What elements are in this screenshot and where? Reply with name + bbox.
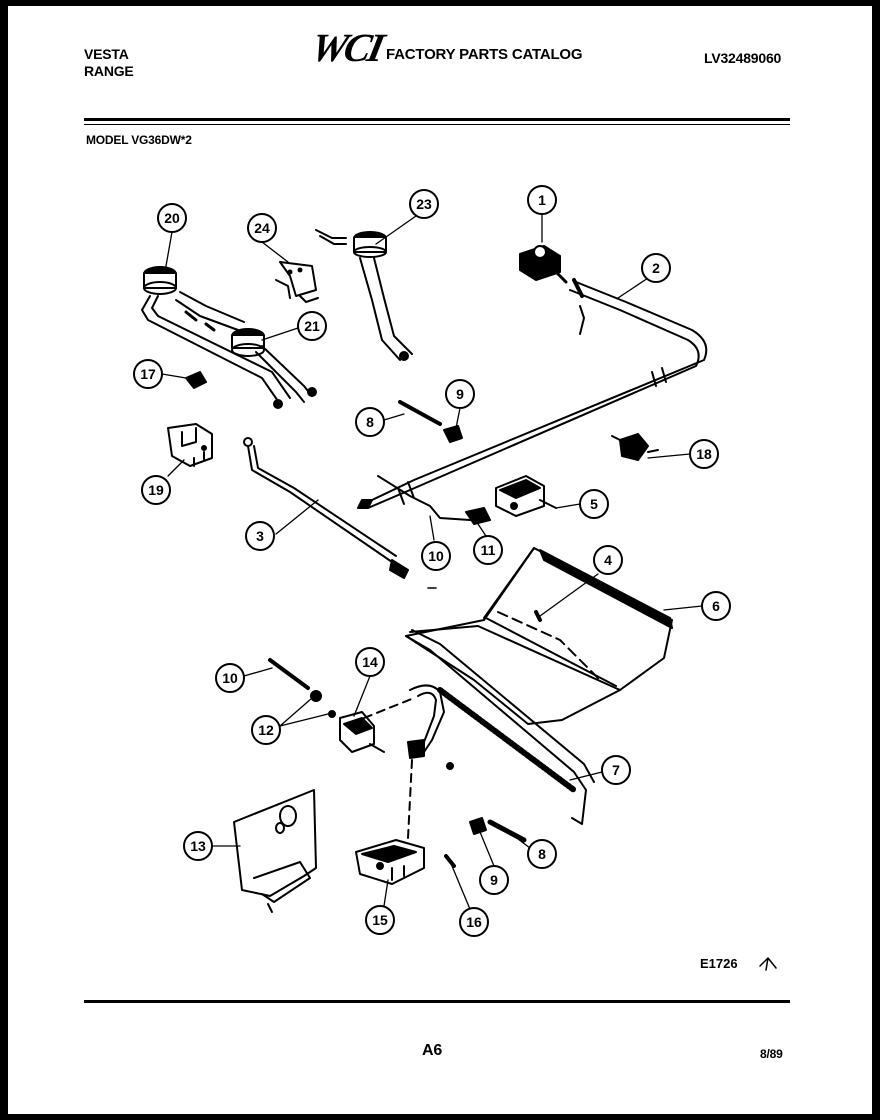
washer-large — [310, 690, 322, 702]
mounting-rail — [405, 629, 595, 825]
footer-rule — [84, 1000, 790, 1003]
flex-tube — [243, 437, 409, 579]
callout-label: 24 — [254, 220, 270, 236]
callout-15 — [365, 905, 395, 935]
model-label: MODEL VG36DW*2 — [86, 133, 192, 147]
callout-label: 21 — [304, 318, 320, 334]
callout-6 — [701, 591, 731, 621]
figure-arrow-icon — [759, 957, 777, 971]
callout-17 — [133, 359, 163, 389]
orifice-holder — [167, 423, 213, 467]
callout-label: 12 — [258, 722, 274, 738]
screw-lower — [268, 658, 310, 690]
callout-label: 10 — [222, 670, 238, 686]
heat-shield-panel — [405, 547, 673, 725]
callout-label: 14 — [362, 654, 378, 670]
screw-lower-right — [487, 819, 527, 843]
screw-upper — [398, 400, 442, 426]
callout-label: 8 — [366, 414, 374, 430]
callout-label: 16 — [466, 914, 482, 930]
catalog-date: 8/89 — [760, 1047, 783, 1061]
main-manifold-pipe — [357, 278, 708, 509]
callout-label: 9 — [456, 386, 464, 402]
gas-valve — [519, 245, 568, 284]
mounting-plate — [233, 789, 317, 913]
callout-label: 9 — [490, 872, 498, 888]
callout-5 — [579, 489, 609, 519]
burner-clip — [185, 371, 207, 389]
callout-label: 17 — [140, 366, 156, 382]
callout-14 — [355, 647, 385, 677]
callout-label: 3 — [256, 528, 264, 544]
callout-2 — [641, 253, 671, 283]
burner-assembly-left — [141, 266, 317, 409]
product-type: RANGE — [84, 63, 134, 79]
orifice-upper — [443, 425, 463, 443]
callout-4 — [593, 545, 623, 575]
callout-23 — [409, 189, 439, 219]
leader-lines — [161, 213, 703, 915]
callout-label: 19 — [148, 482, 164, 498]
callout-label: 6 — [712, 598, 720, 614]
callout-label: 7 — [612, 762, 620, 778]
callout-label: 10 — [428, 548, 444, 564]
callout-1 — [527, 185, 557, 215]
burner-valve — [355, 759, 425, 885]
pilot-tubing — [377, 475, 471, 521]
callout-label: 18 — [696, 446, 712, 462]
callout-label: 23 — [416, 196, 432, 212]
callout-10-upper — [421, 541, 451, 571]
callout-label: 2 — [652, 260, 660, 276]
valve-assembly — [339, 684, 445, 759]
callout-11 — [473, 535, 503, 565]
callout-18 — [689, 439, 719, 469]
callout-13 — [183, 831, 213, 861]
catalog-number: LV32489060 — [704, 50, 782, 66]
pipe-fitting — [611, 433, 659, 461]
callout-16 — [459, 907, 489, 937]
tube-nut — [465, 507, 491, 525]
screw-small — [444, 854, 456, 868]
callout-label: 4 — [604, 552, 612, 568]
callout-label: 20 — [164, 210, 180, 226]
orifice-lower — [469, 817, 487, 835]
callout-19 — [141, 475, 171, 505]
callout-12 — [251, 715, 281, 745]
callout-label: 1 — [538, 192, 546, 208]
callout-9-lower — [479, 865, 509, 895]
callout-label: 13 — [190, 838, 206, 854]
burner-bracket — [275, 261, 319, 303]
callout-3 — [245, 521, 275, 551]
callout-7 — [601, 755, 631, 785]
page-number: A6 — [422, 1042, 443, 1059]
figure-code: E1726 — [700, 956, 738, 971]
callout-label: 11 — [481, 542, 496, 558]
callout-8-lower — [527, 839, 557, 869]
screw-tip — [446, 762, 454, 770]
thermostat-valve — [495, 475, 557, 517]
washer-small — [328, 710, 336, 718]
callout-9-upper — [445, 379, 475, 409]
callout-label: 5 — [590, 496, 598, 512]
callout-21 — [297, 311, 327, 341]
brand-name: VESTA — [84, 46, 129, 62]
callout-24 — [247, 213, 277, 243]
callout-label: 15 — [372, 912, 388, 928]
callout-20 — [157, 203, 187, 233]
callout-8-upper — [355, 407, 385, 437]
catalog-title: FACTORY PARTS CATALOG — [386, 46, 583, 63]
header-rule-bottom — [84, 124, 790, 125]
callout-label: 8 — [538, 846, 546, 862]
header-rule-top — [84, 118, 790, 121]
burner-tube-right — [315, 229, 413, 361]
callout-10-lower — [215, 663, 245, 693]
